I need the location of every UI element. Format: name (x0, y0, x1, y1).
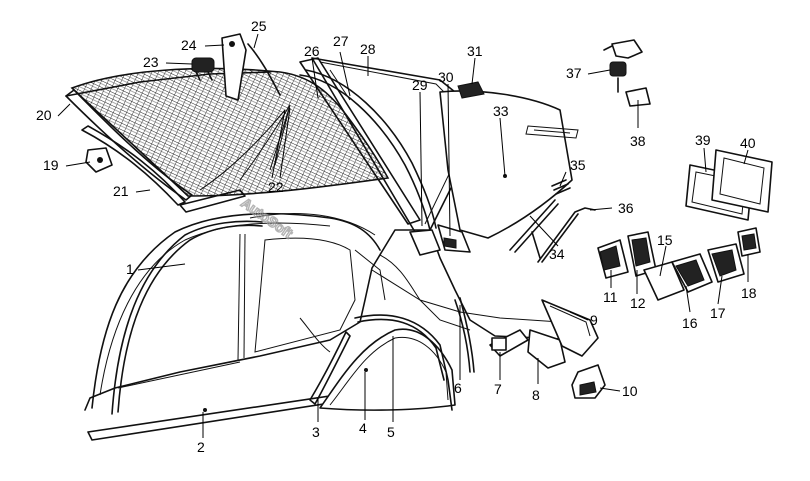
lid-hinge (437, 224, 471, 253)
body-shell (84, 212, 586, 411)
callout-23: 23 (143, 54, 159, 70)
callout-7: 7 (494, 381, 502, 397)
callout-28: 28 (360, 41, 376, 57)
callout-38: 38 (630, 133, 646, 149)
callout-11: 11 (603, 289, 618, 305)
callout-37: 37 (566, 65, 582, 81)
callout-36: 36 (618, 200, 634, 216)
callout-20: 20 (36, 107, 52, 123)
callout-15: 15 (657, 232, 673, 248)
callout-1: 1 (126, 261, 134, 277)
callout-24: 24 (181, 37, 197, 53)
callout-30: 30 (438, 69, 454, 85)
callout-18: 18 (741, 285, 757, 301)
callout-2: 2 (197, 439, 205, 455)
leader-lines (57, 33, 749, 438)
callout-21: 21 (113, 183, 129, 199)
callout-31: 31 (467, 43, 483, 59)
callout-8: 8 (532, 387, 540, 403)
callout-4: 4 (359, 420, 367, 436)
door-trim-strip (111, 220, 263, 415)
callout-12: 12 (630, 295, 646, 311)
roof-bow (81, 125, 246, 213)
callout-3: 3 (312, 424, 320, 440)
wheel-arch-panel (319, 328, 456, 411)
callout-29: 29 (412, 77, 428, 93)
callout-25: 25 (251, 18, 267, 34)
callout-34: 34 (549, 246, 565, 262)
callout-33: 33 (493, 103, 509, 119)
lid-stays (509, 199, 596, 263)
roof-hinge-arm (221, 33, 281, 101)
callout-39: 39 (695, 132, 711, 148)
emblem-strip (525, 125, 579, 139)
canvas-roof (65, 67, 390, 201)
callout-10: 10 (622, 383, 638, 399)
arch-trim-strip (354, 314, 453, 411)
callout-19: 19 (43, 157, 59, 173)
pillar-strip (309, 331, 351, 405)
fender-strip (454, 297, 475, 373)
roof-catch (191, 57, 215, 81)
callout-labels: 1 2 3 4 5 6 7 8 9 10 11 12 15 16 17 18 1… (36, 18, 757, 455)
lid-lock-assembly (603, 39, 651, 107)
callout-40: 40 (740, 135, 756, 151)
roof-bracket (85, 147, 113, 173)
callout-9: 9 (590, 312, 598, 328)
callout-6: 6 (454, 380, 462, 396)
bumper-clip (571, 364, 606, 399)
quarter-hinge (409, 229, 441, 256)
callout-16: 16 (682, 315, 698, 331)
number-plates (685, 149, 773, 221)
callout-27: 27 (333, 33, 349, 49)
callout-22: 22 (268, 179, 284, 195)
callout-17: 17 (710, 305, 726, 321)
callout-26: 26 (304, 43, 320, 59)
rear-bumper-pieces (527, 299, 599, 369)
callout-35: 35 (570, 157, 586, 173)
lid-spring (551, 179, 571, 195)
rear-bracket (489, 329, 529, 357)
tail-light-units (597, 227, 761, 301)
badge (457, 81, 485, 99)
callout-5: 5 (387, 424, 395, 440)
watermark-text: AutoSoft (238, 194, 296, 241)
